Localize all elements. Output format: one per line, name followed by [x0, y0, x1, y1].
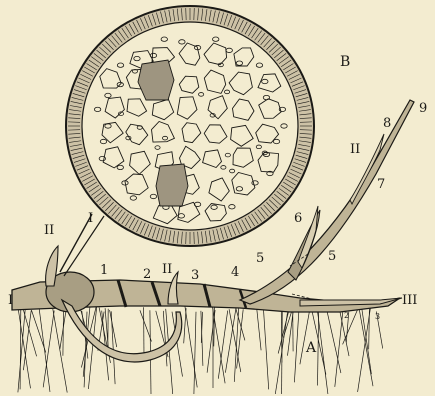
node-label-2: 2 [143, 267, 151, 282]
node-label-1: 1 [100, 263, 108, 278]
shaded-cell [156, 164, 188, 206]
shaded-cell [138, 60, 174, 100]
root-hair [214, 308, 215, 347]
root-hair [237, 309, 244, 368]
node-label-8: 8 [383, 116, 391, 131]
root-hair [358, 307, 371, 392]
segment-label-3: 3 [375, 312, 380, 321]
node-label-3: 3 [191, 268, 199, 283]
root-hair [294, 311, 299, 383]
root-hair [63, 311, 64, 355]
root-hair [317, 309, 328, 394]
node-label-4: 4 [231, 265, 239, 280]
root-hair [335, 311, 343, 387]
root-hair [23, 309, 36, 357]
root-hair [326, 308, 341, 374]
label-I-left: I [8, 293, 13, 308]
root-hair [194, 312, 196, 394]
node-label-9: 9 [419, 101, 427, 116]
label-II-left: II [44, 223, 54, 238]
root-hair [359, 306, 373, 386]
cross-section-inner-ring [82, 22, 298, 230]
root-hair [111, 311, 115, 384]
root-hair [88, 307, 96, 389]
root-hair [257, 309, 261, 350]
node-label-5b: 5 [328, 249, 336, 264]
root-hair [53, 309, 67, 393]
node-label-6: 6 [294, 211, 302, 226]
root-hair [362, 307, 372, 375]
label-A: A [305, 340, 317, 356]
label-II-right: II [350, 142, 360, 157]
thin-shoot-I-2 [64, 216, 104, 276]
label-I-top: I [88, 211, 93, 226]
root-hair [263, 306, 268, 389]
root-hair [278, 311, 289, 354]
node-label-5a: 5 [256, 251, 264, 266]
segment-label-2: 2 [344, 311, 349, 320]
root-hair [234, 307, 239, 382]
label-B: B [340, 54, 350, 70]
node-label-7: 7 [377, 177, 385, 192]
label-II-mid: II [162, 262, 172, 277]
cross-section-B [66, 6, 314, 246]
label-III: III [402, 293, 417, 308]
